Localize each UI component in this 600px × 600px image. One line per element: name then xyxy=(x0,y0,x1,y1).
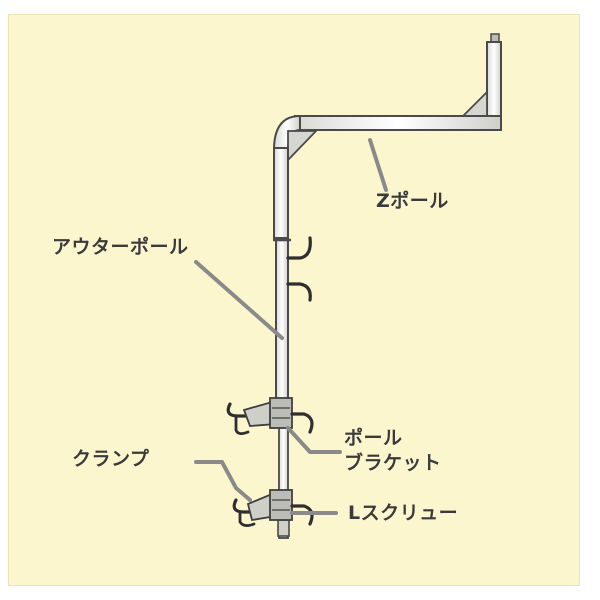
leader-z-pole xyxy=(368,138,388,192)
z-pole xyxy=(272,33,502,241)
leader-lines xyxy=(194,138,388,515)
label-outer-pole: アウターポール xyxy=(52,236,189,258)
label-z-pole: Zポール xyxy=(376,190,449,212)
label-pole-bracket: ポール ブラケット xyxy=(344,427,442,474)
upper-clamp-assembly xyxy=(226,397,314,435)
lower-clamp-assembly xyxy=(232,489,314,527)
leader-pole-bracket xyxy=(286,426,342,454)
label-clamp: クランプ xyxy=(72,448,150,470)
leader-clamp xyxy=(194,460,252,502)
label-l-screw: Lスクリュー xyxy=(348,502,459,524)
leader-outer-pole xyxy=(194,260,284,340)
